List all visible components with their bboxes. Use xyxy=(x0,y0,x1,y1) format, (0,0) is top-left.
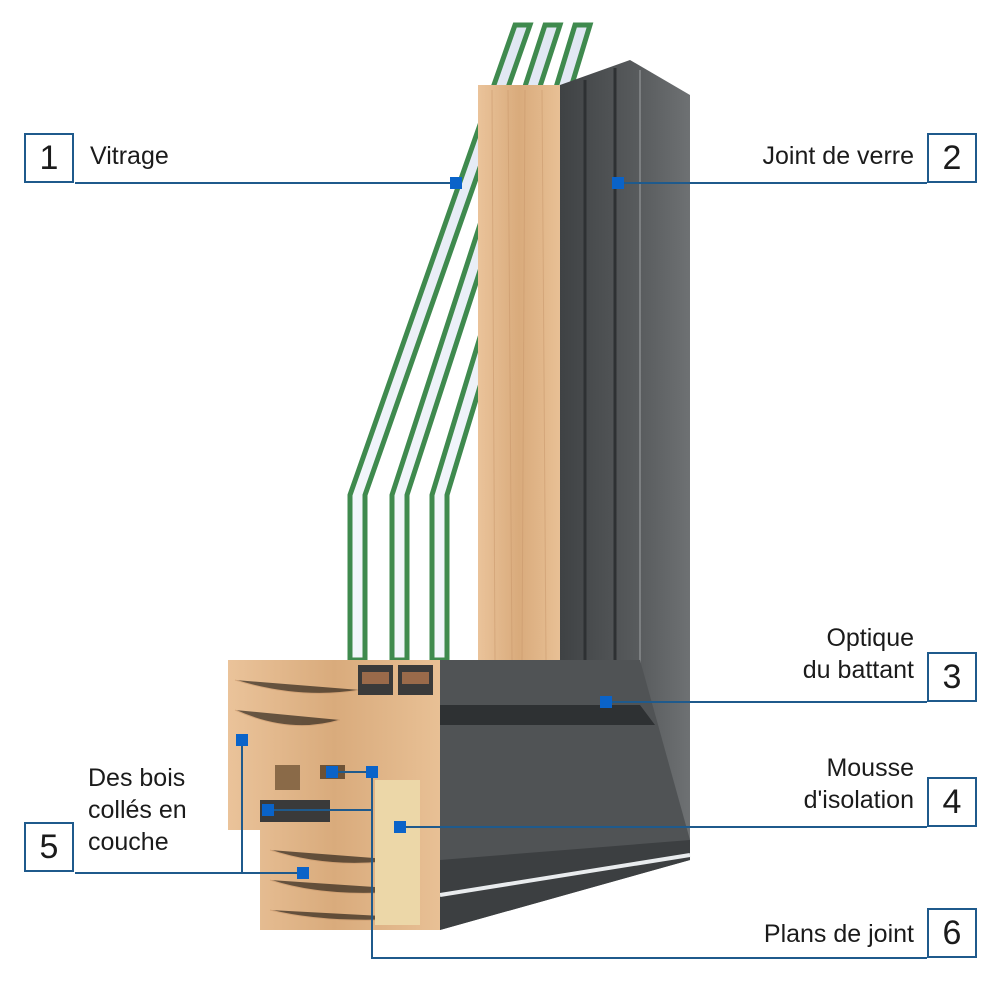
callout-label-5-line-1: Des bois xyxy=(88,764,186,792)
callout-label-5-line-3: couche xyxy=(88,828,169,856)
callout-label-4-line-2: d'isolation xyxy=(803,786,914,814)
callout-label-6-line-1: Plans de joint xyxy=(763,920,914,948)
callout-number-2: 2 xyxy=(927,133,977,183)
callout-label-5: Des bois collés en couche xyxy=(88,762,187,858)
wood-stile xyxy=(478,85,560,665)
callout-label-3: Optique du battant xyxy=(803,622,914,686)
callout-label-2-line-1: Joint de verre xyxy=(762,142,914,170)
callout-number-4: 4 xyxy=(927,777,977,827)
marker-6b xyxy=(326,766,338,778)
marker-4 xyxy=(394,821,406,833)
marker-points xyxy=(236,177,624,879)
callout-label-1-line-1: Vitrage xyxy=(90,142,169,170)
callout-label-3-line-2: du battant xyxy=(802,656,914,684)
callout-label-3-line-1: Optique xyxy=(826,624,914,652)
marker-3 xyxy=(600,696,612,708)
callout-label-2: Joint de verre xyxy=(763,140,914,172)
callout-label-5-line-2: collés en xyxy=(88,796,187,824)
callout-number-6: 6 xyxy=(927,908,977,958)
callout-label-4-line-1: Mousse xyxy=(826,754,914,782)
callout-label-4: Mousse d'isolation xyxy=(804,752,914,816)
callout-label-6: Plans de joint xyxy=(764,918,914,950)
callout-label-1: Vitrage xyxy=(90,140,169,172)
marker-2 xyxy=(612,177,624,189)
wood-grain-lines xyxy=(491,89,547,661)
callout-number-1: 1 xyxy=(24,133,74,183)
marker-5b xyxy=(297,867,309,879)
marker-6c xyxy=(366,766,378,778)
marker-1 xyxy=(450,177,462,189)
callout-number-3: 3 xyxy=(927,652,977,702)
insulating-foam xyxy=(375,780,420,925)
callout-number-5: 5 xyxy=(24,822,74,872)
marker-6a xyxy=(262,804,274,816)
leader-lines xyxy=(75,182,927,959)
marker-5a xyxy=(236,734,248,746)
leader-line-6 xyxy=(371,772,927,959)
